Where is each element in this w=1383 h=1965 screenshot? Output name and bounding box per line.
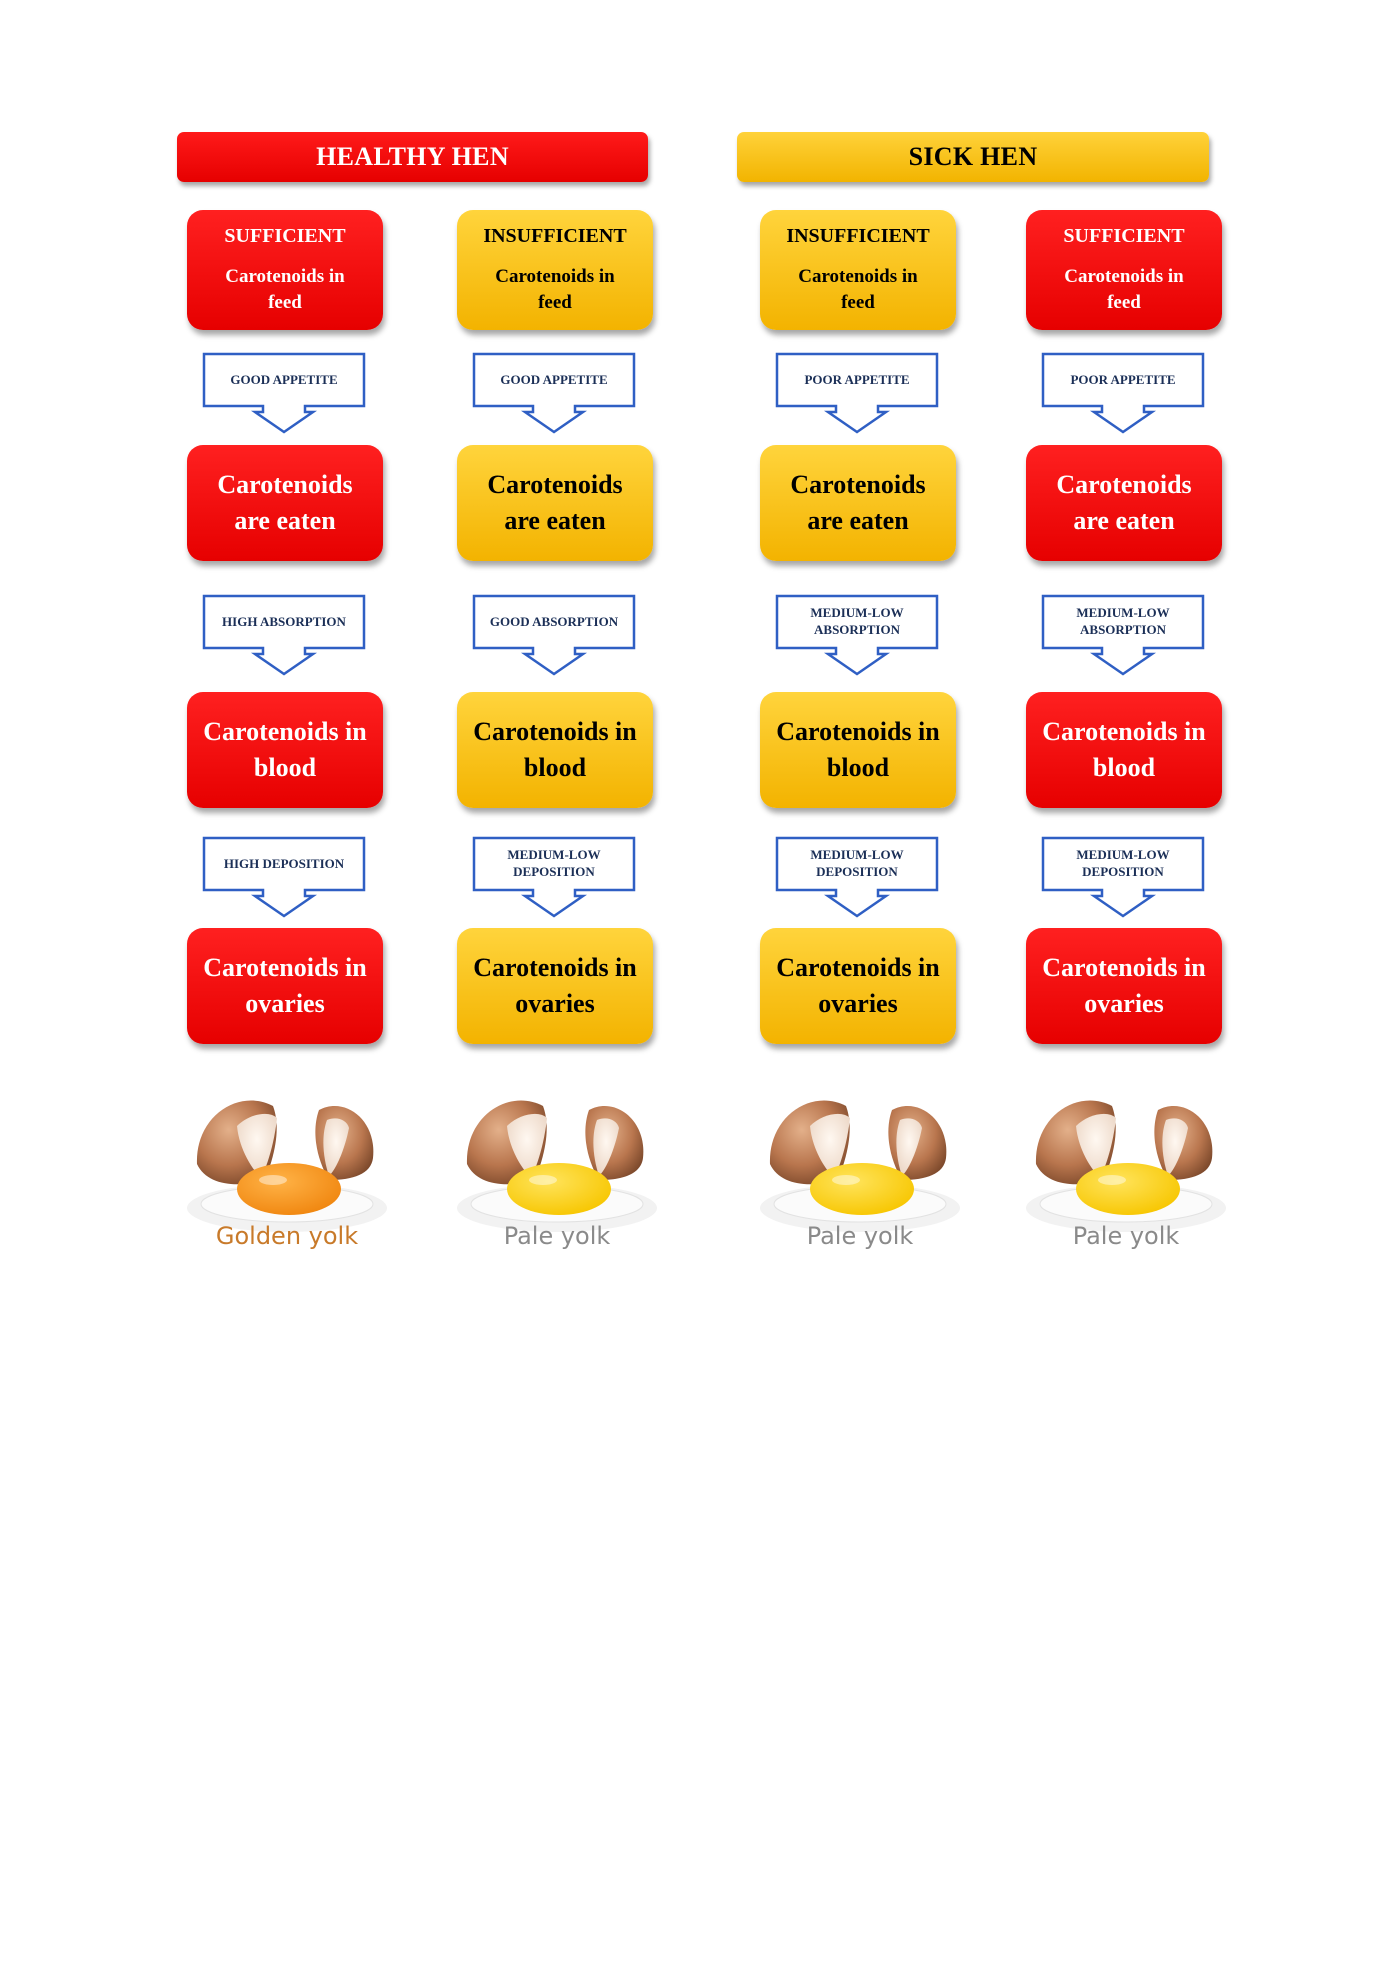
down-arrow-icon <box>472 594 636 676</box>
stage-label: Carotenoids are eaten <box>1056 470 1192 535</box>
egg-result: Pale yolk <box>1016 1076 1236 1266</box>
arrow-label: GOOD APPETITE <box>500 371 608 387</box>
appetite-arrow: POOR APPETITE <box>1041 352 1205 434</box>
stage-ovaries: Carotenoids in ovaries <box>187 928 383 1044</box>
arrow-label: POOR APPETITE <box>804 371 910 387</box>
down-arrow-icon <box>472 352 636 434</box>
column-sick-sufficient: SUFFICIENT Carotenoids in feed POOR APPE… <box>1016 0 1236 1965</box>
down-arrow-icon <box>1041 836 1205 918</box>
egg-result: Pale yolk <box>447 1076 667 1266</box>
absorption-arrow: HIGH ABSORPTION <box>202 594 366 676</box>
stage-eaten: Carotenoids are eaten <box>760 445 956 561</box>
stage-label: Carotenoids in ovaries <box>473 953 637 1018</box>
feed-box: SUFFICIENT Carotenoids in feed <box>1026 210 1222 330</box>
arrow-label: GOOD APPETITE <box>230 371 338 387</box>
absorption-arrow: MEDIUM-LOW ABSORPTION <box>1041 594 1205 676</box>
down-arrow-icon <box>775 836 939 918</box>
egg-caption: Pale yolk <box>806 1222 914 1250</box>
down-arrow-icon <box>1041 594 1205 676</box>
column-sick-insufficient: INSUFFICIENT Carotenoids in feed POOR AP… <box>750 0 970 1965</box>
egg-caption: Golden yolk <box>215 1222 359 1250</box>
stage-label: Carotenoids in blood <box>1042 717 1206 782</box>
feed-level: INSUFFICIENT <box>786 224 930 247</box>
stage-blood: Carotenoids in blood <box>457 692 653 808</box>
golden-yolk-egg-icon <box>187 1100 387 1232</box>
egg-result: Golden yolk <box>177 1076 397 1266</box>
arrow-label: GOOD ABSORPTION <box>489 613 619 629</box>
arrow-label: MEDIUM-LOW ABSORPTION <box>810 605 904 637</box>
down-arrow-icon <box>202 594 366 676</box>
column-healthy-insufficient: INSUFFICIENT Carotenoids in feed GOOD AP… <box>447 0 667 1965</box>
down-arrow-icon <box>202 836 366 918</box>
down-arrow-icon <box>775 352 939 434</box>
arrow-label: MEDIUM-LOW ABSORPTION <box>1076 605 1170 637</box>
stage-ovaries: Carotenoids in ovaries <box>760 928 956 1044</box>
egg-caption: Pale yolk <box>503 1222 611 1250</box>
sick-hen-header: SICK HEN <box>737 132 1209 182</box>
stage-label: Carotenoids in ovaries <box>1042 953 1206 1018</box>
pale-yolk-egg-icon <box>1026 1100 1226 1232</box>
stage-blood: Carotenoids in blood <box>187 692 383 808</box>
arrow-label: POOR APPETITE <box>1070 371 1176 387</box>
pale-yolk-egg-icon <box>457 1100 657 1232</box>
stage-eaten: Carotenoids are eaten <box>187 445 383 561</box>
column-healthy-sufficient: SUFFICIENT Carotenoids in feed GOOD APPE… <box>177 0 397 1965</box>
healthy-hen-header: HEALTHY HEN <box>177 132 648 182</box>
stage-label: Carotenoids in ovaries <box>203 953 367 1018</box>
down-arrow-icon <box>1041 352 1205 434</box>
stage-label: Carotenoids in blood <box>776 717 940 782</box>
arrow-label: HIGH DEPOSITION <box>223 855 345 871</box>
stage-ovaries: Carotenoids in ovaries <box>457 928 653 1044</box>
deposition-arrow: MEDIUM-LOW DEPOSITION <box>1041 836 1205 918</box>
appetite-arrow: GOOD APPETITE <box>472 352 636 434</box>
stage-blood: Carotenoids in blood <box>760 692 956 808</box>
stage-blood: Carotenoids in blood <box>1026 692 1222 808</box>
stage-ovaries: Carotenoids in ovaries <box>1026 928 1222 1044</box>
deposition-arrow: MEDIUM-LOW DEPOSITION <box>775 836 939 918</box>
pale-yolk-egg-icon <box>760 1100 960 1232</box>
feed-box: INSUFFICIENT Carotenoids in feed <box>760 210 956 330</box>
stage-eaten: Carotenoids are eaten <box>457 445 653 561</box>
deposition-arrow: MEDIUM-LOW DEPOSITION <box>472 836 636 918</box>
arrow-label: HIGH ABSORPTION <box>222 613 346 629</box>
deposition-arrow: HIGH DEPOSITION <box>202 836 366 918</box>
stage-label: Carotenoids are eaten <box>487 470 623 535</box>
feed-box: SUFFICIENT Carotenoids in feed <box>187 210 383 330</box>
stage-label: Carotenoids in blood <box>473 717 637 782</box>
feed-box: INSUFFICIENT Carotenoids in feed <box>457 210 653 330</box>
stage-label: Carotenoids in blood <box>203 717 367 782</box>
feed-desc: Carotenoids in feed <box>495 265 615 313</box>
appetite-arrow: POOR APPETITE <box>775 352 939 434</box>
feed-level: SUFFICIENT <box>224 224 346 247</box>
arrow-label: MEDIUM-LOW DEPOSITION <box>810 847 904 879</box>
feed-level: INSUFFICIENT <box>483 224 627 247</box>
down-arrow-icon <box>472 836 636 918</box>
arrow-label: MEDIUM-LOW DEPOSITION <box>1076 847 1170 879</box>
stage-label: Carotenoids are eaten <box>790 470 926 535</box>
down-arrow-icon <box>202 352 366 434</box>
stage-eaten: Carotenoids are eaten <box>1026 445 1222 561</box>
egg-result: Pale yolk <box>750 1076 970 1266</box>
absorption-arrow: GOOD ABSORPTION <box>472 594 636 676</box>
absorption-arrow: MEDIUM-LOW ABSORPTION <box>775 594 939 676</box>
feed-desc: Carotenoids in feed <box>798 265 918 313</box>
stage-label: Carotenoids are eaten <box>217 470 353 535</box>
arrow-label: MEDIUM-LOW DEPOSITION <box>507 847 601 879</box>
appetite-arrow: GOOD APPETITE <box>202 352 366 434</box>
feed-desc: Carotenoids in feed <box>225 265 345 313</box>
down-arrow-icon <box>775 594 939 676</box>
feed-level: SUFFICIENT <box>1063 224 1185 247</box>
feed-desc: Carotenoids in feed <box>1064 265 1184 313</box>
egg-caption: Pale yolk <box>1072 1222 1180 1250</box>
stage-label: Carotenoids in ovaries <box>776 953 940 1018</box>
